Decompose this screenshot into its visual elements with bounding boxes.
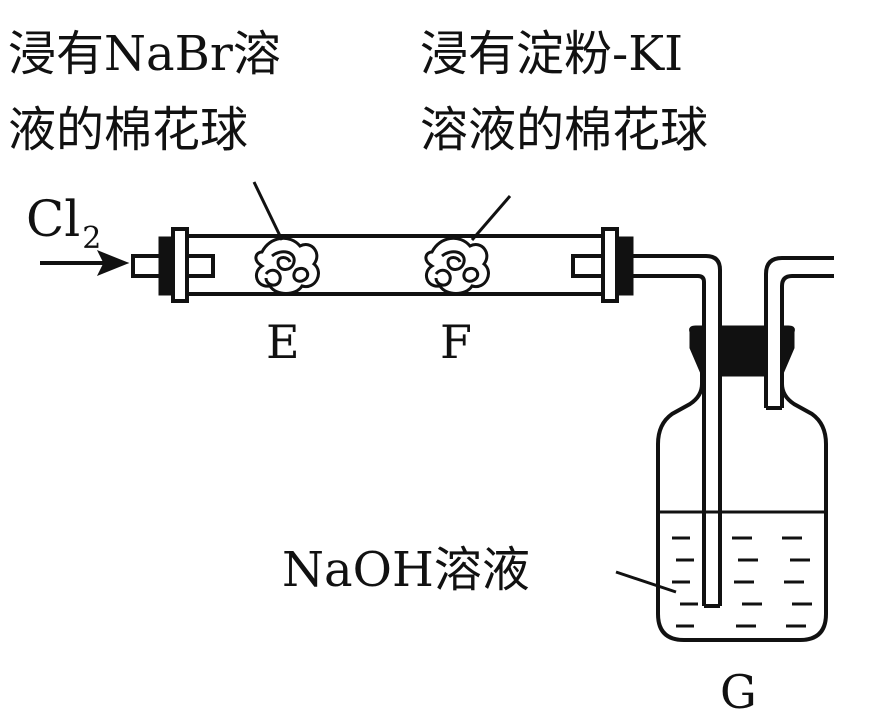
cotton-ball-icon — [254, 236, 320, 295]
cotton-f-label-line1: 浸有淀粉-KI — [420, 26, 683, 82]
cotton-f-label-line2: 溶液的棉花球 — [420, 102, 708, 158]
cotton-e-pointer — [252, 181, 284, 241]
cotton-ball-icon — [424, 236, 490, 295]
tag-e: E — [266, 315, 300, 369]
cotton-e-label-line1: 浸有NaBr溶 — [8, 26, 281, 82]
liquid-dashes — [672, 536, 812, 628]
cotton-f-pointer — [470, 195, 512, 241]
solution-pointer — [615, 570, 677, 594]
tag-f: F — [440, 315, 472, 369]
reaction-tube — [131, 227, 634, 303]
gas-subscript: 2 — [82, 221, 101, 256]
tag-g: G — [720, 665, 757, 719]
exhaust-tube — [764, 256, 834, 410]
inlet-tube — [633, 254, 722, 608]
gas-label: Cl2 — [26, 190, 101, 256]
arrow-right-icon — [40, 250, 130, 276]
cotton-e-label-line2: 液的棉花球 — [8, 102, 248, 158]
gas-washing-bottle — [656, 324, 828, 642]
rubber-stopper-icon — [131, 227, 215, 303]
rubber-stopper-icon — [571, 227, 634, 303]
solution-label: NaOH溶液 — [282, 542, 530, 598]
